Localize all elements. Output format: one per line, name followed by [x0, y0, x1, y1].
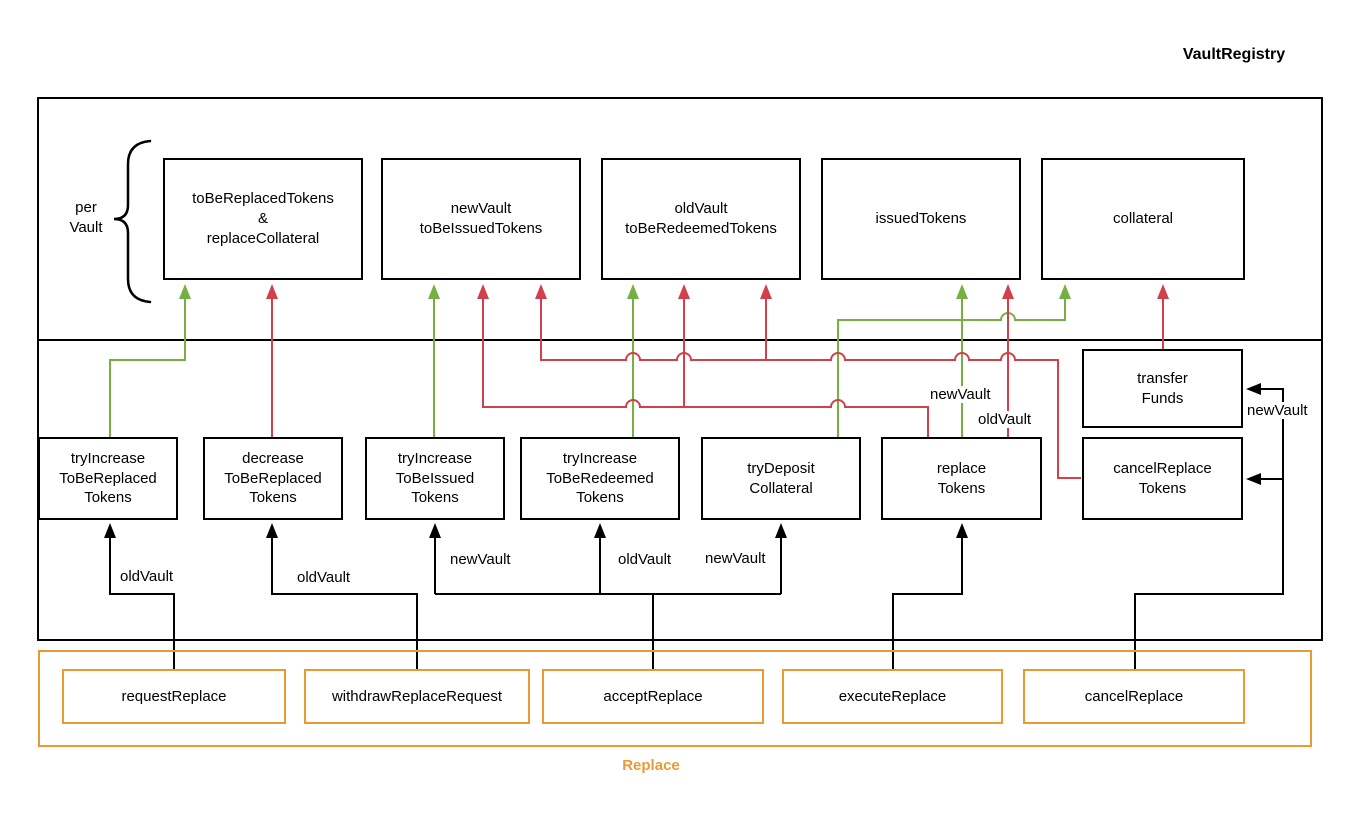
function-box-tryincrease-tobeissued: tryIncrease ToBeIssued Tokens [365, 437, 505, 520]
edge-replacetokens-to-issuedredeemed [482, 299, 929, 437]
replace-function-withdrawreplacerequest: withdrawReplaceRequest [304, 669, 530, 724]
per-vault-brace [113, 139, 152, 304]
storage-box-collateral: collateral [1041, 158, 1245, 280]
call-edges [109, 388, 1284, 669]
storage-box-tobereplacedtokens: toBeReplacedTokens & replaceCollateral [163, 158, 363, 280]
edge-label-request-oldvault: oldVault [118, 568, 176, 585]
replace-module-label: Replace [622, 757, 680, 774]
replace-function-executereplace: executeReplace [782, 669, 1003, 724]
edge-label-cancel-newvault: newVault [1245, 402, 1310, 419]
edge-label-accept-oldvault: oldVault [616, 551, 674, 568]
edge-label-replace-oldvault: oldVault [976, 411, 1034, 428]
edge-label-withdraw-oldvault: oldVault [295, 569, 353, 586]
replace-function-cancelreplace: cancelReplace [1023, 669, 1245, 724]
function-box-decrease-tobereplaced: decrease ToBeReplaced Tokens [203, 437, 343, 520]
function-box-tryincrease-toberedeemed: tryIncrease ToBeRedeemed Tokens [520, 437, 680, 520]
storage-box-toberedeemedtokens: oldVault toBeRedeemedTokens [601, 158, 801, 280]
replace-function-acceptreplace: acceptReplace [542, 669, 764, 724]
function-box-tryincrease-tobereplaced: tryIncrease ToBeReplaced Tokens [38, 437, 178, 520]
diagram-title: VaultRegistry [1182, 46, 1286, 63]
edge-label-replace-newvault: newVault [928, 386, 993, 403]
replace-module-frame [38, 650, 1312, 747]
per-vault-label: per Vault [69, 199, 103, 236]
edge-label-accept-newvault: newVault [448, 551, 513, 568]
edge-tryincreasetobereplaced-to-storage [109, 299, 186, 437]
edge-label-accept-deposit-newvault: newVault [703, 550, 768, 567]
function-box-trydeposit-collateral: tryDeposit Collateral [701, 437, 861, 520]
increase-arrowheads [179, 284, 1071, 299]
storage-box-issuedtokens: issuedTokens [821, 158, 1021, 280]
function-box-transfer-funds: transfer Funds [1082, 349, 1243, 428]
storage-box-tobeissuedtokens: newVault toBeIssuedTokens [381, 158, 581, 280]
replace-function-requestreplace: requestReplace [62, 669, 286, 724]
increase-edges [109, 299, 1066, 437]
function-box-replace-tokens: replace Tokens [881, 437, 1042, 520]
edge-cancelreplace-call [1134, 388, 1284, 669]
decrease-arrowheads [266, 284, 1169, 299]
function-box-cancelreplace-tokens: cancelReplace Tokens [1082, 437, 1243, 520]
